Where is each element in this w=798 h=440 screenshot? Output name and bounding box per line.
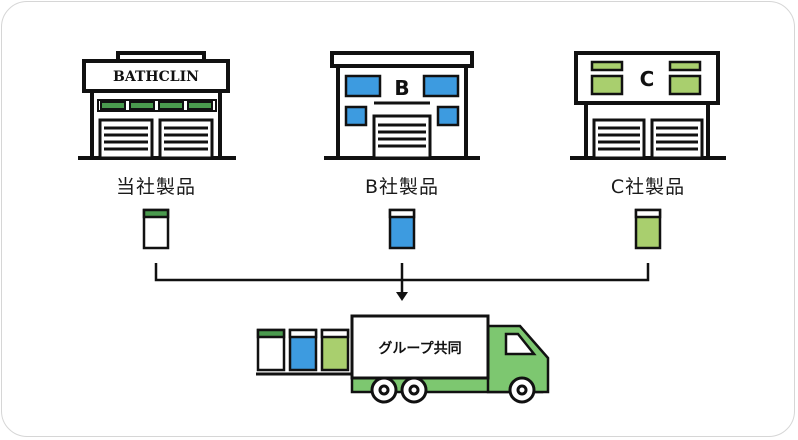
factory-a-sign: BATHCLIN: [113, 69, 199, 85]
truck-label: グループ共同: [378, 340, 461, 357]
truck: グループ共同: [256, 314, 550, 404]
factory-c-windows: [590, 60, 702, 96]
connector-lines: [154, 263, 650, 292]
factory-c-sign: C: [640, 67, 655, 91]
factory-b-windows: [344, 74, 460, 127]
factory-a: [78, 51, 236, 160]
factory-a-label: 当社製品: [115, 176, 196, 198]
product-a: [142, 208, 170, 250]
product-b: [388, 208, 416, 250]
factory-b-shutter: [372, 114, 432, 160]
factory-b-sign: B: [394, 76, 409, 100]
product-c: [634, 208, 662, 250]
factory-a-shutters: [98, 118, 214, 160]
factory-c-label: C社製品: [610, 176, 686, 198]
arrow-down-icon: [396, 292, 408, 301]
factory-c-shutters: [592, 118, 704, 160]
truck-cargo: [256, 328, 350, 372]
factory-a-windows: [97, 99, 217, 112]
truck-wheels: [370, 376, 536, 404]
factory-b-label: B社製品: [364, 176, 440, 198]
